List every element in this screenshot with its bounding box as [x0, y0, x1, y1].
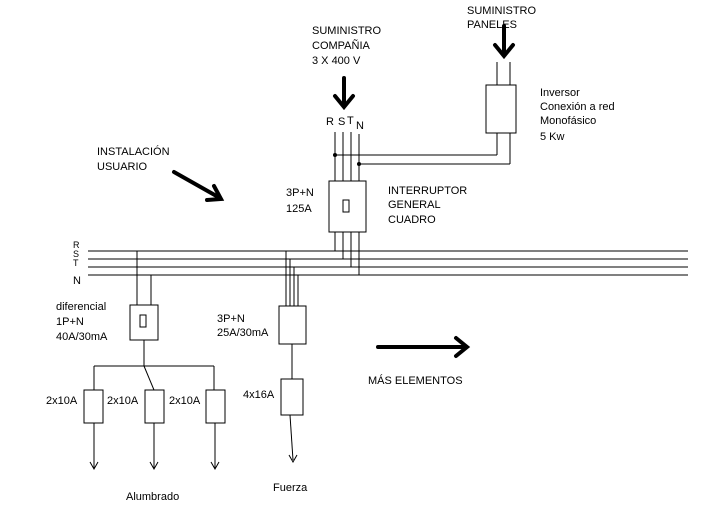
phase-label-s: S [338, 116, 345, 128]
differential-label-3: 40A/30mA [56, 331, 108, 343]
lighting-breaker-2-box [144, 389, 165, 424]
power-breaker-label: 4x16A [243, 389, 275, 401]
power-differential-label-2: 25A/30mA [217, 327, 269, 339]
user-installation-label-2: USUARIO [97, 161, 148, 173]
lighting-differential-switch-icon [139, 314, 147, 328]
lighting-output-2 [149, 423, 159, 471]
lighting-breaker-2-label: 2x10A [107, 395, 139, 407]
main-breaker-switch-icon [342, 199, 350, 213]
main-breaker-name-3: CUADRO [388, 214, 436, 226]
user-installation-label-1: INSTALACIÓN [97, 145, 170, 158]
lighting-output-1 [89, 423, 99, 471]
phase-label-r: R [326, 116, 334, 128]
supply-panels-label-1: SUMINISTRO [467, 5, 537, 17]
supply-panels-arrow [493, 24, 515, 60]
differential-label-1: diferencial [56, 301, 106, 313]
power-differential-label-1: 3P+N [217, 313, 245, 325]
lighting-breaker-3-label: 2x10A [169, 395, 201, 407]
inverter-label-2: Conexión a red [540, 101, 615, 113]
main-breaker-rating-2: 125A [286, 203, 312, 215]
phase-label-n: N [356, 120, 364, 132]
lighting-breaker-1-label: 2x10A [46, 395, 78, 407]
lighting-output-3 [210, 423, 220, 471]
main-breaker-name-1: INTERRUPTOR [388, 185, 467, 197]
inverter-label-1: Inversor [540, 87, 580, 99]
inverter-box [485, 84, 517, 134]
power-breaker-box [280, 378, 304, 416]
power-differential-box [278, 305, 307, 345]
supply-company-arrow [333, 76, 355, 111]
main-breaker-name-2: GENERAL [388, 199, 441, 211]
main-breaker-rating-1: 3P+N [286, 187, 314, 199]
lighting-breaker-1-box [83, 389, 104, 424]
power-group-label: Fuerza [273, 482, 308, 494]
phase-label-t: T [347, 115, 354, 127]
user-installation-arrow [172, 170, 225, 202]
more-elements-label: MÁS ELEMENTOS [368, 374, 463, 387]
power-output [288, 414, 298, 464]
supply-company-label-1: SUMINISTRO [312, 25, 382, 37]
lighting-breaker-3-box [205, 389, 226, 424]
busbar-label-t: T [73, 258, 79, 268]
supply-panels-label-2: PANELES [467, 19, 517, 31]
busbar-label-n: N [73, 275, 81, 287]
lighting-group-label: Alumbrado [126, 491, 179, 503]
inverter-label-3: Monofásico [540, 115, 596, 127]
more-elements-arrow [376, 336, 471, 358]
supply-company-label-2: COMPAÑIA [312, 39, 371, 52]
inverter-label-4: 5 Kw [540, 131, 565, 143]
busbar-label-s: S [73, 249, 79, 259]
supply-company-voltage: 3 X 400 V [312, 55, 361, 67]
differential-label-2: 1P+N [56, 316, 84, 328]
busbar-label-r: R [73, 240, 80, 250]
